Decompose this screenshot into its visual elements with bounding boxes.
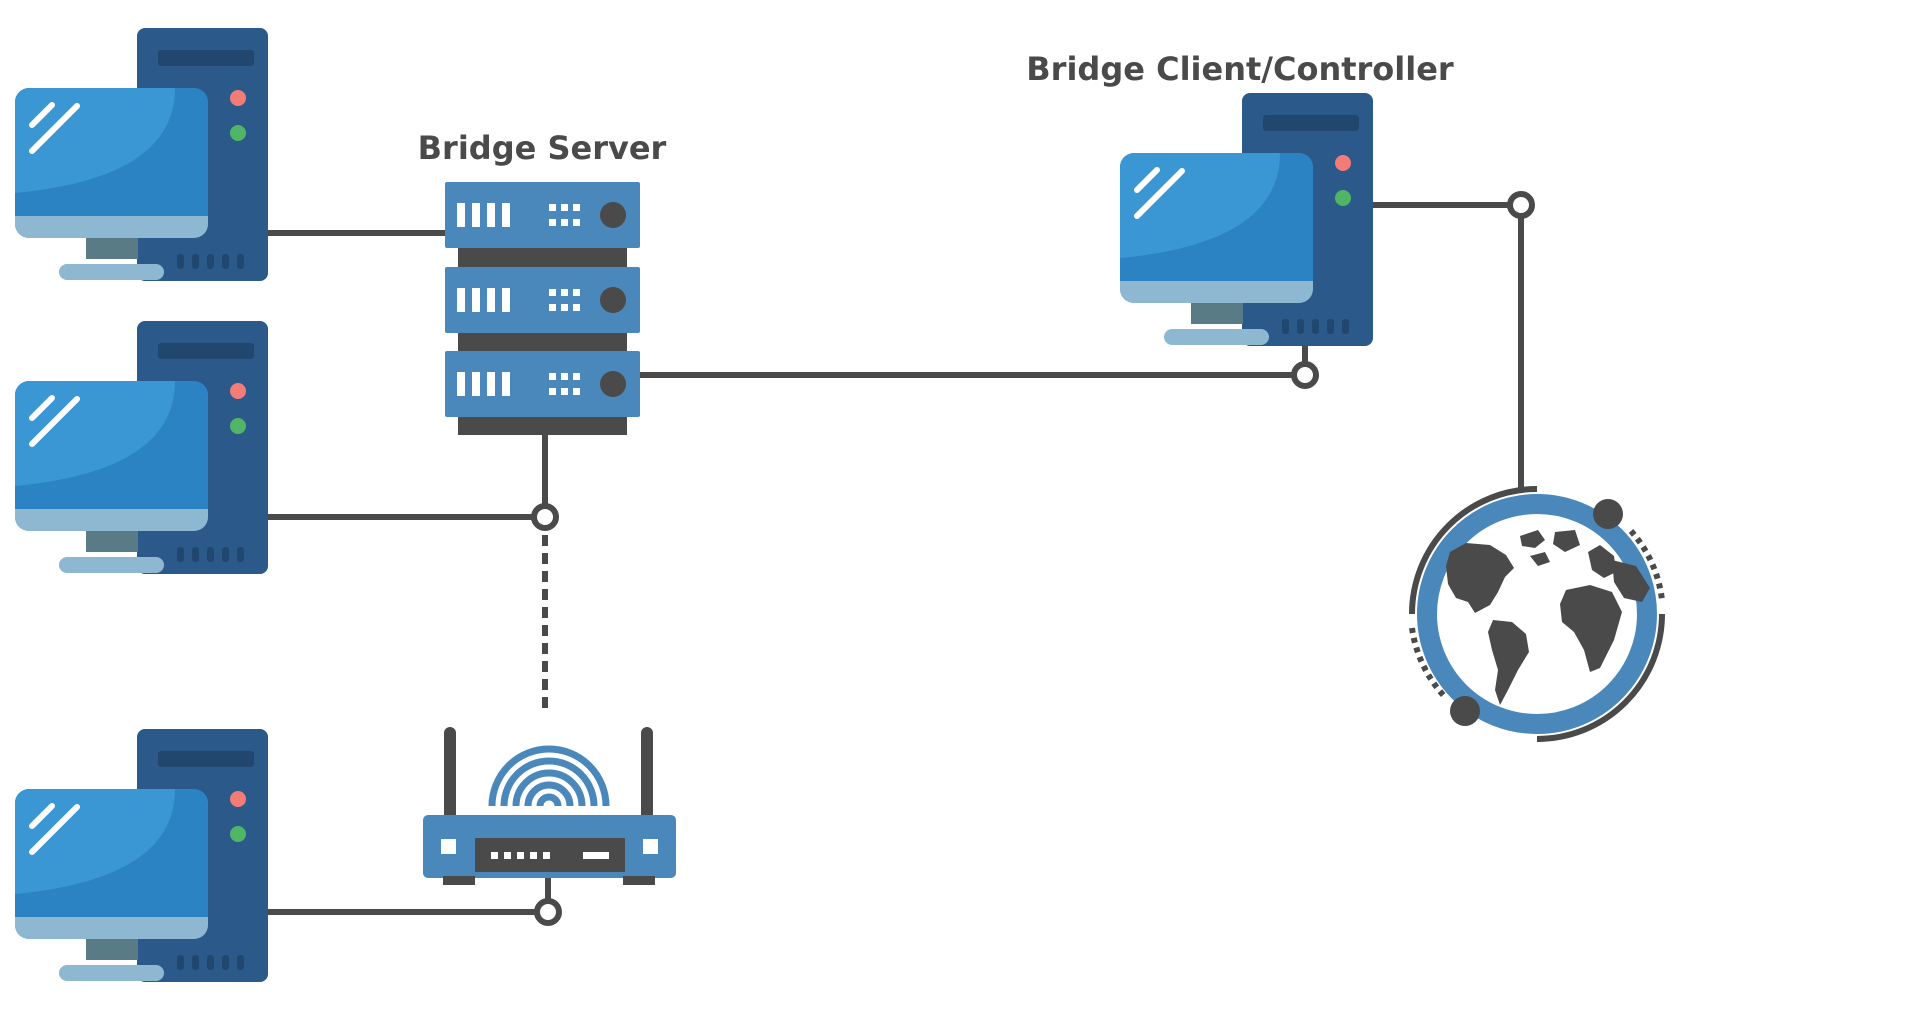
workstation-3 (15, 729, 268, 982)
workstation-2 (15, 321, 268, 574)
wifi-router-icon (423, 727, 676, 885)
bridge-server: Bridge Server (418, 129, 667, 435)
workstation-1 (15, 28, 268, 281)
server-rack-icon (445, 182, 640, 435)
desktop-computer-icon (1120, 93, 1373, 346)
desktop-computer-icon (15, 321, 268, 574)
globe-icon (1409, 486, 1665, 742)
junction-node (534, 898, 562, 926)
junction-node (531, 503, 559, 531)
junction-nodes (531, 191, 1535, 926)
connections (268, 202, 1524, 915)
bridge-client-label: Bridge Client/Controller (1026, 50, 1454, 88)
workstation-client (1120, 93, 1373, 346)
junction-node (1291, 361, 1319, 389)
junction-node (1507, 191, 1535, 219)
desktop-computer-icon (15, 729, 268, 982)
bridge-server-label: Bridge Server (418, 129, 667, 167)
desktop-computer-icon (15, 28, 268, 281)
